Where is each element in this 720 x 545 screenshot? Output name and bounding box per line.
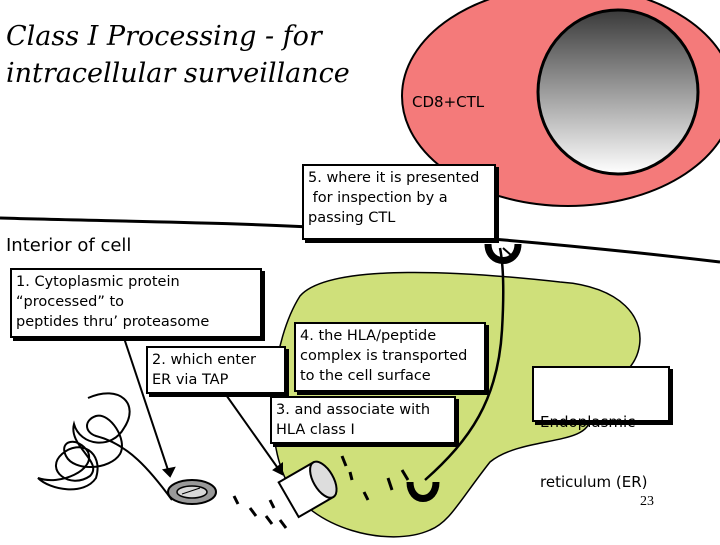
- title-line-1: Class I Processing - for: [6, 21, 322, 52]
- interior-label: Interior of cell: [6, 235, 132, 256]
- presented-peptide: [502, 247, 513, 257]
- hla-class-i-er: [406, 481, 440, 502]
- hla-surface-receptor: [484, 243, 522, 264]
- step-3-box: 3. and associate with HLA class I: [270, 396, 456, 444]
- cell-membrane: [0, 216, 720, 264]
- ctl-nucleus: [536, 8, 700, 176]
- er-label-line-1: Endoplasmic: [540, 413, 636, 431]
- page-number: 23: [640, 494, 654, 509]
- er-label-line-2: reticulum (ER): [540, 473, 648, 491]
- step-4-box: 4. the HLA/peptide complex is transporte…: [294, 322, 486, 392]
- leader-lines: [123, 337, 283, 478]
- slide-title: Class I Processing - for intracellular s…: [6, 18, 386, 92]
- cytoplasmic-protein: [37, 392, 173, 501]
- peptide-fragments: [232, 455, 410, 529]
- transport-arrow: [424, 247, 505, 481]
- title-line-2: intracellular surveillance: [6, 58, 350, 89]
- proteasome: [167, 479, 217, 505]
- ctl-label: CD8+CTL: [412, 93, 485, 111]
- er-label-box: Endoplasmic reticulum (ER): [532, 366, 670, 491]
- step-1-box: 1. Cytoplasmic protein “processed” to pe…: [10, 268, 262, 338]
- step-2-box: 2. which enter ER via TAP: [146, 346, 286, 394]
- step-5-box: 5. where it is presented for inspection …: [302, 164, 496, 240]
- tap-transporter: [277, 460, 338, 519]
